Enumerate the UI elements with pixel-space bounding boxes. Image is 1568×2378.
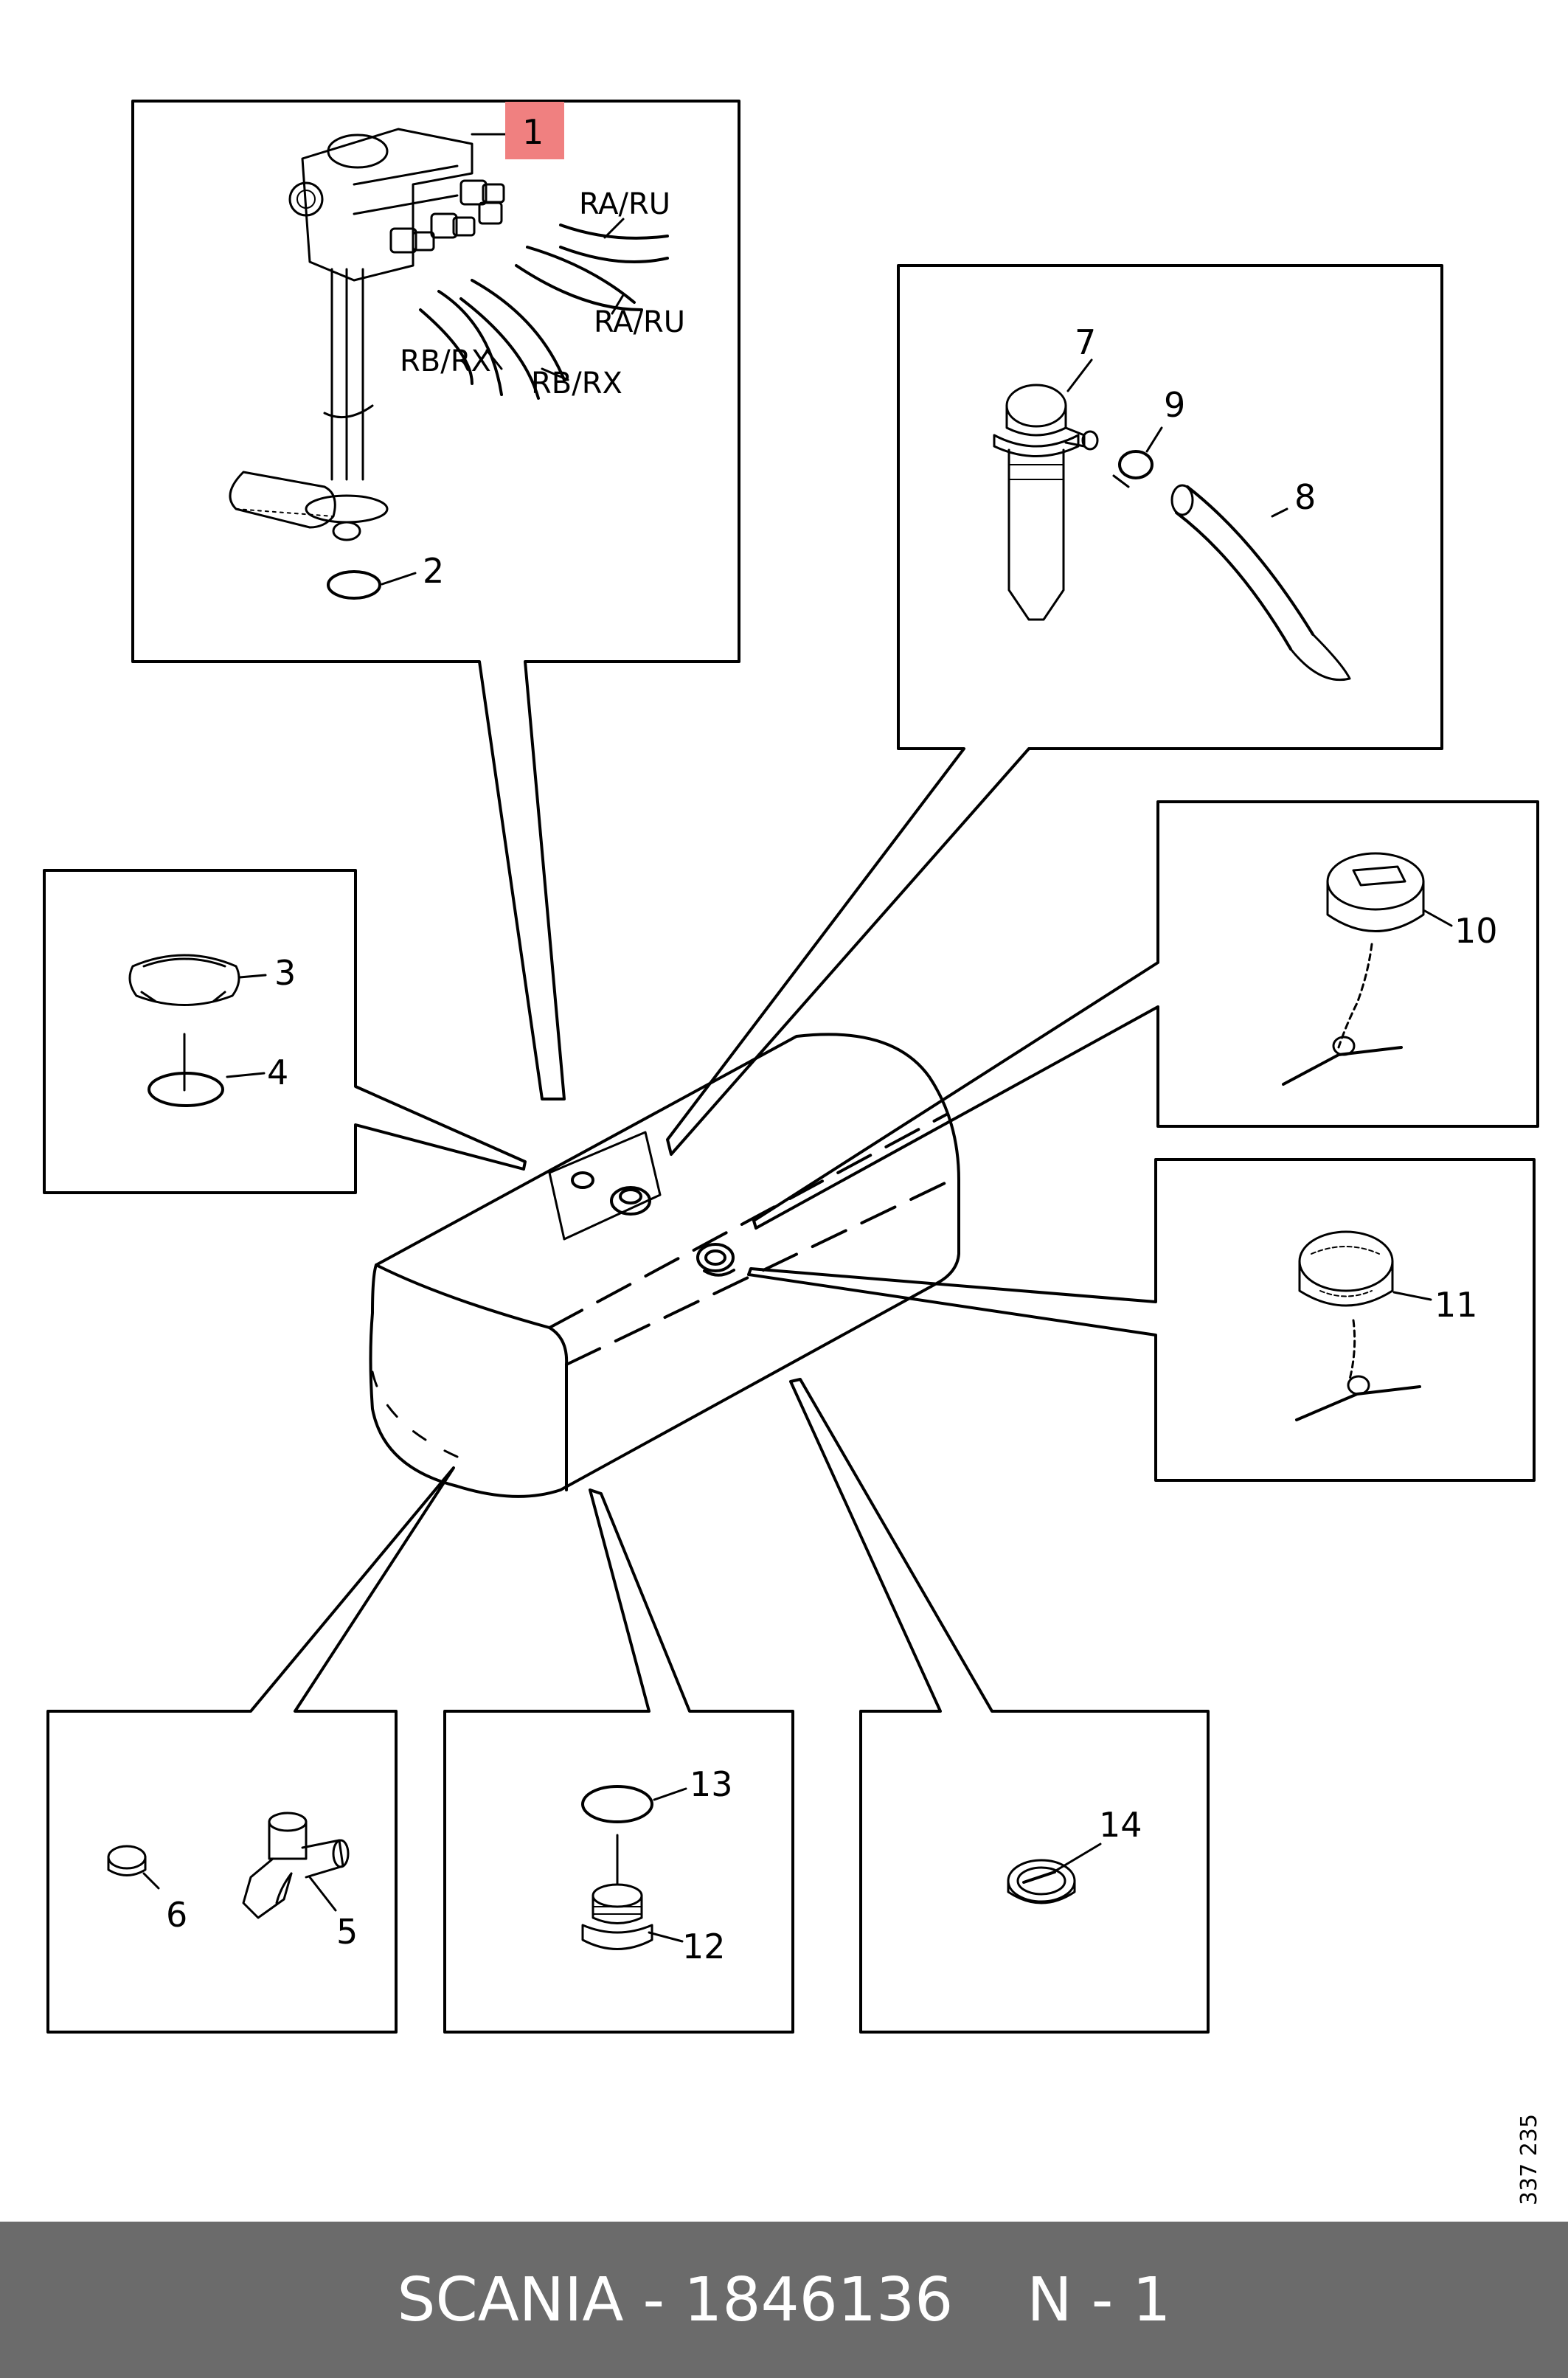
part-label-12: 12 [682, 1927, 726, 1966]
fuel-tank [369, 1033, 960, 1498]
line-label-ra-ru-mid: RA/RU [594, 305, 685, 339]
line-label-ra-ru-top: RA/RU [579, 187, 670, 221]
footer-position: N - 1 [1027, 2264, 1171, 2335]
part-label-5: 5 [336, 1912, 358, 1952]
part-label-3: 3 [274, 953, 296, 993]
part-label-8: 8 [1294, 477, 1316, 517]
part-label-9: 9 [1164, 385, 1185, 425]
document-number: 337 235 [1516, 2113, 1542, 2205]
footer-part-number: SCANIA - 1846136 [397, 2264, 954, 2335]
part-label-6: 6 [166, 1895, 187, 1935]
callout-box-3-4 [43, 869, 527, 1194]
part-label-7: 7 [1075, 322, 1096, 362]
part-label-4: 4 [267, 1053, 288, 1092]
part-label-10: 10 [1454, 911, 1498, 951]
footer-bar: SCANIA - 1846136 N - 1 [0, 2222, 1568, 2378]
part-label-2: 2 [423, 551, 444, 591]
part-label-1: 1 [522, 112, 544, 152]
callout-box-10 [752, 800, 1539, 1230]
callout-box-7-8-9 [666, 264, 1443, 1156]
callout-box-12-13 [443, 1488, 794, 2034]
callout-box-1 [131, 100, 740, 1100]
highlight-box-1 [505, 102, 564, 159]
callout-box-11 [747, 1158, 1536, 1482]
line-label-rb-rx-left: RB/RX [400, 344, 491, 378]
part-label-11: 11 [1435, 1285, 1478, 1325]
part-label-14: 14 [1099, 1805, 1142, 1845]
callout-box-5-6 [46, 1466, 455, 2034]
part-label-13: 13 [690, 1764, 733, 1804]
callout-box-14 [789, 1378, 1210, 2034]
line-label-rb-rx-right: RB/RX [531, 367, 622, 401]
